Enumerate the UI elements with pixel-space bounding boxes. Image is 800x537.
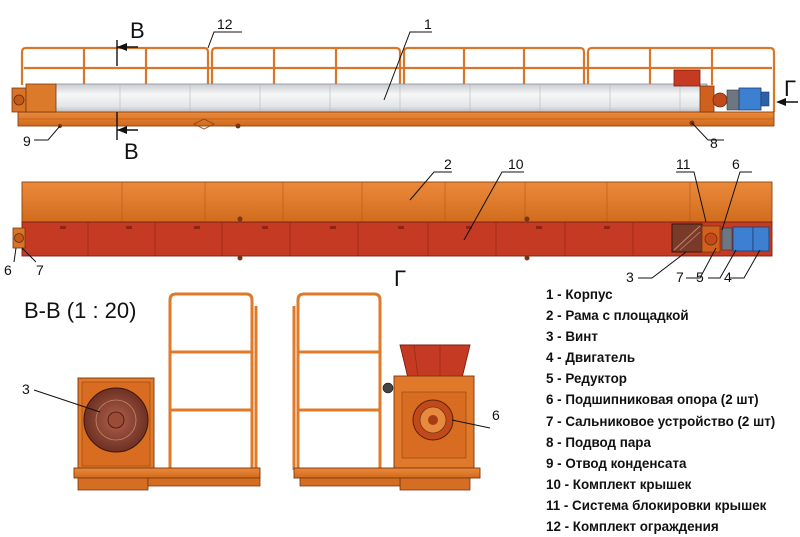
section-mark-top: В	[130, 18, 145, 43]
parts-legend: 1 - Корпус 2 - Рама с площадкой 3 - Винт…	[546, 284, 775, 537]
view-title-mark: Г	[394, 266, 406, 291]
end-view-g	[292, 292, 481, 491]
legend-item: 12 - Комплект ограждения	[546, 519, 719, 535]
callout-9: 9	[23, 133, 31, 149]
legend-item: 7 - Сальниковое устройство (2 шт)	[546, 413, 776, 429]
legend-item: 8 - Подвод пара	[546, 434, 651, 450]
legend-item: 6 - Подшипниковая опора (2 шт)	[546, 392, 759, 408]
legend-item: 5 - Редуктор	[546, 371, 627, 387]
callout-5: 5	[696, 269, 704, 285]
callout-2: 2	[444, 156, 452, 172]
legend-item: 1 - Корпус	[546, 287, 613, 302]
legend-item: 2 - Рама с площадкой	[546, 308, 689, 324]
callout-7-plan: 7	[676, 269, 684, 285]
callout-6-plan: 6	[732, 156, 740, 172]
callout-3-section: 3	[22, 381, 30, 397]
callout-4: 4	[724, 269, 732, 285]
callout-7-left: 7	[36, 262, 44, 278]
callout-1: 1	[424, 16, 432, 32]
view-arrow-mark: Г	[784, 76, 796, 101]
plan-view	[12, 181, 773, 261]
legend-item: 10 - Комплект крышек	[546, 476, 692, 492]
callout-10: 10	[508, 156, 524, 172]
legend-item: 4 - Двигатель	[546, 350, 636, 366]
leader-lines	[13, 31, 761, 429]
callout-6-end: 6	[492, 407, 500, 423]
section-bb-view	[73, 292, 261, 491]
callout-6-left: 6	[4, 262, 12, 278]
legend-item: 9 - Отвод конденсата	[546, 455, 687, 471]
callout-11: 11	[676, 156, 691, 172]
callout-3-plan: 3	[626, 269, 634, 285]
callout-8: 8	[710, 135, 718, 151]
legend-item: 11 - Система блокировки крышек	[546, 497, 767, 513]
legend-item: 3 - Винт	[546, 329, 598, 345]
railing	[20, 46, 776, 112]
callout-12: 12	[217, 16, 233, 32]
section-mark-bottom: В	[124, 139, 139, 164]
section-title: В-В (1 : 20)	[24, 298, 136, 323]
side-view: В В Г	[11, 18, 798, 164]
